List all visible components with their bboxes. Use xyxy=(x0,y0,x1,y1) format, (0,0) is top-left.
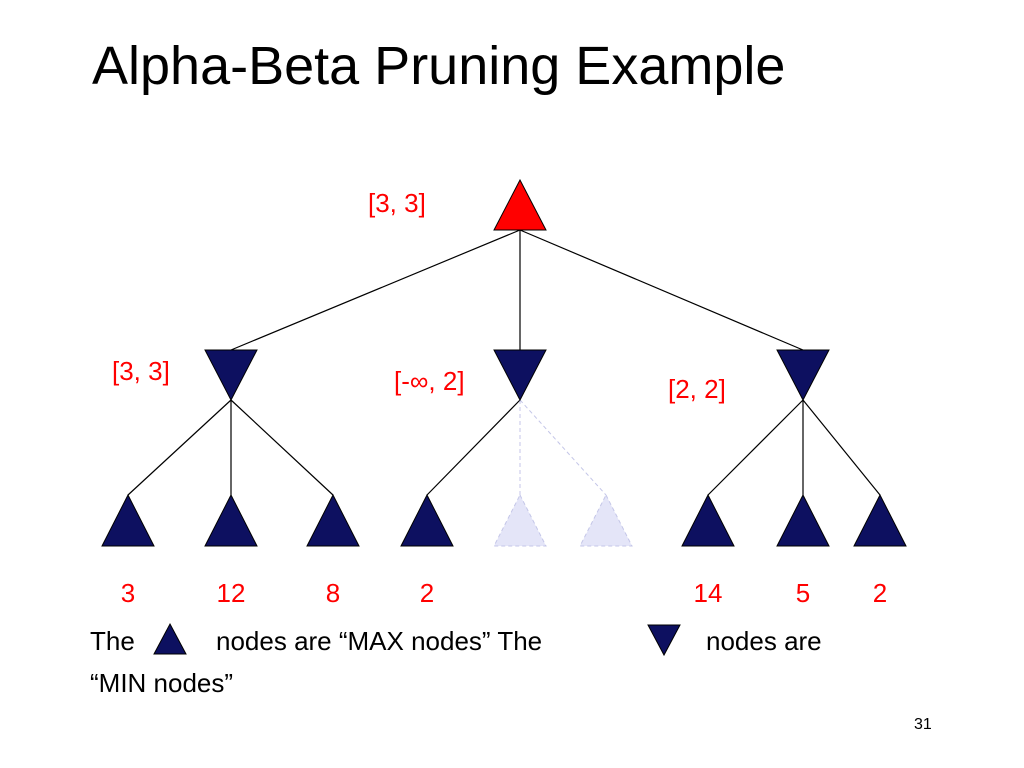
edge-min-to-leaf-7 xyxy=(707,399,804,496)
leaf-max-node-2 xyxy=(204,493,258,547)
edge-min-to-leaf-1 xyxy=(127,399,232,496)
min-node-2-interval-label: [-∞, 2] xyxy=(394,366,465,396)
leaf-value-3: 8 xyxy=(326,578,340,608)
legend-line2: “MIN nodes” xyxy=(90,668,234,698)
root-interval-label: [3, 3] xyxy=(368,188,426,218)
up-triangle-icon xyxy=(153,622,187,655)
leaf-max-node-3 xyxy=(306,493,360,547)
leaf-value-4: 2 xyxy=(420,578,434,608)
page-number: 31 xyxy=(914,716,932,733)
edge-min-to-leaf-9 xyxy=(802,399,881,496)
leaf-max-node-8 xyxy=(776,493,830,547)
legend-min-text: nodes are xyxy=(706,626,822,656)
leaf-max-node-9 xyxy=(853,493,907,547)
legend-max-text: nodes are “MAX nodes” The xyxy=(216,626,543,656)
leaf-value-7: 14 xyxy=(694,578,723,608)
leaf-value-2: 12 xyxy=(217,578,246,608)
leaf-value-8: 5 xyxy=(796,578,810,608)
root-max-node xyxy=(493,178,547,231)
down-triangle-icon xyxy=(647,624,681,657)
leaf-value-1: 3 xyxy=(121,578,135,608)
legend-prefix: The xyxy=(90,626,135,656)
leaf-max-node-7 xyxy=(681,493,735,547)
min-node-3 xyxy=(776,349,830,402)
edge-min-to-leaf-4 xyxy=(426,399,521,496)
leaf-max-node-1 xyxy=(101,493,155,547)
edge-root-to-min-3 xyxy=(519,229,804,351)
pruned-leaf-node-6 xyxy=(579,493,633,547)
edge-min-to-leaf-3 xyxy=(230,399,334,496)
slide-title: Alpha-Beta Pruning Example xyxy=(92,36,786,96)
pruned-edge-6 xyxy=(519,399,607,496)
min-node-1 xyxy=(204,349,258,402)
pruned-leaf-node-5 xyxy=(493,493,547,547)
leaf-max-node-4 xyxy=(400,493,454,547)
leaf-value-9: 2 xyxy=(873,578,887,608)
edge-root-to-min-1 xyxy=(230,229,521,351)
min-node-1-interval-label: [3, 3] xyxy=(112,356,170,386)
min-node-3-interval-label: [2, 2] xyxy=(668,374,726,404)
min-node-2 xyxy=(493,349,547,402)
